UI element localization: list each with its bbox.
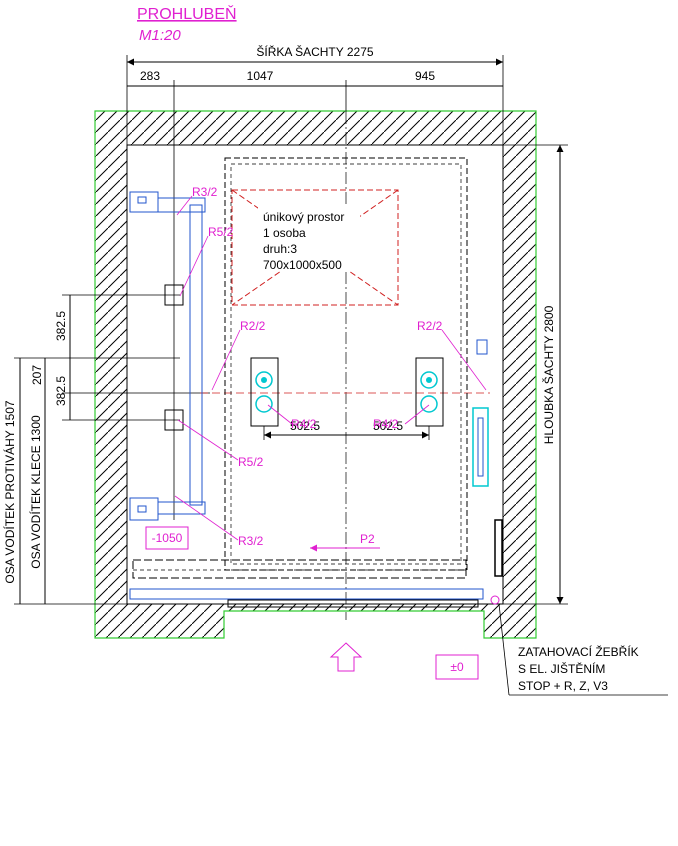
buffer-right bbox=[415, 357, 444, 427]
depth-dimension: HLOUBKA ŠACHTY 2800 bbox=[503, 144, 568, 605]
anchor-labels: R3/2 R5/2 R2/2 R2/2 R4/2 R4/2 R5/2 R3/2 bbox=[174, 185, 487, 548]
buffer-dim-left: 502.5 bbox=[290, 419, 320, 433]
shaft-depth-label: HLOUBKA ŠACHTY 2800 bbox=[541, 305, 556, 444]
ladder-note: ZATAHOVACÍ ŽEBŘÍK S EL. JIŠTĚNÍM STOP + … bbox=[498, 603, 668, 696]
label-r3-top: R3/2 bbox=[192, 185, 218, 199]
level-floor-label: ±0 bbox=[450, 660, 464, 674]
p2-marker: P2 bbox=[310, 532, 380, 552]
label-r2-right: R2/2 bbox=[417, 319, 443, 333]
dim-207: 207 bbox=[30, 365, 44, 385]
level-pit-label: -1050 bbox=[152, 531, 183, 545]
door-sill bbox=[129, 559, 484, 608]
refuge-line-1: únikový prostor bbox=[263, 210, 344, 224]
p2-label: P2 bbox=[360, 532, 375, 546]
level-floor: ±0 bbox=[435, 654, 479, 680]
ladder-note-line-2: S EL. JIŠTĚNÍM bbox=[518, 661, 605, 676]
drawing-title: PROHLUBEŇ bbox=[137, 4, 237, 23]
counterweight-assembly bbox=[129, 191, 206, 521]
refuge-space: únikový prostor 1 osoba druh:3 700x1000x… bbox=[231, 189, 399, 306]
label-r3-bottom: R3/2 bbox=[238, 534, 264, 548]
buffer-left bbox=[250, 357, 279, 427]
entry-arrow-icon bbox=[329, 642, 363, 672]
shaft-inner-outline bbox=[126, 144, 504, 605]
dim-945: 945 bbox=[415, 69, 435, 83]
ladder-note-line-3: STOP + R, Z, V3 bbox=[518, 679, 608, 693]
shaft-walls bbox=[94, 110, 537, 639]
label-r4-left: R4/2 bbox=[291, 417, 317, 431]
centerlines bbox=[200, 112, 490, 620]
dim-382-lower: 382.5 bbox=[54, 376, 68, 406]
ladder-assembly bbox=[472, 339, 503, 605]
refuge-line-3: druh:3 bbox=[263, 242, 297, 256]
left-dimensions: 382.5 207 382.5 OSA VODÍTEK PROTIVÁHY 15… bbox=[2, 294, 210, 605]
ladder-note-line-1: ZATAHOVACÍ ŽEBŘÍK bbox=[518, 644, 639, 659]
drawing-scale: M1:20 bbox=[139, 27, 181, 44]
buffer-dimensions: 502.5 502.5 bbox=[263, 419, 430, 440]
dim-382-upper: 382.5 bbox=[54, 311, 68, 341]
buffer-dim-right: 502.5 bbox=[373, 419, 403, 433]
label-r4-right: R4/2 bbox=[373, 417, 399, 431]
guide-counterweight-label: OSA VODÍTEK PROTIVÁHY 1507 bbox=[2, 400, 17, 584]
guide-car-label: OSA VODÍTEK KLECE 1300 bbox=[28, 415, 43, 569]
dim-283: 283 bbox=[140, 69, 160, 83]
refuge-line-4: 700x1000x500 bbox=[263, 258, 342, 272]
dim-1047: 1047 bbox=[247, 69, 274, 83]
label-r5-top: R5/2 bbox=[208, 225, 234, 239]
refuge-line-2: 1 osoba bbox=[263, 226, 306, 240]
shaft-width-label: ŠÍŘKA ŠACHTY 2275 bbox=[256, 44, 373, 59]
level-pit: -1050 bbox=[145, 526, 189, 550]
wall-outline bbox=[94, 110, 537, 639]
width-dimension: ŠÍŘKA ŠACHTY 2275 283 1047 945 bbox=[126, 44, 504, 520]
label-r2-left: R2/2 bbox=[240, 319, 266, 333]
label-r5-bottom: R5/2 bbox=[238, 455, 264, 469]
